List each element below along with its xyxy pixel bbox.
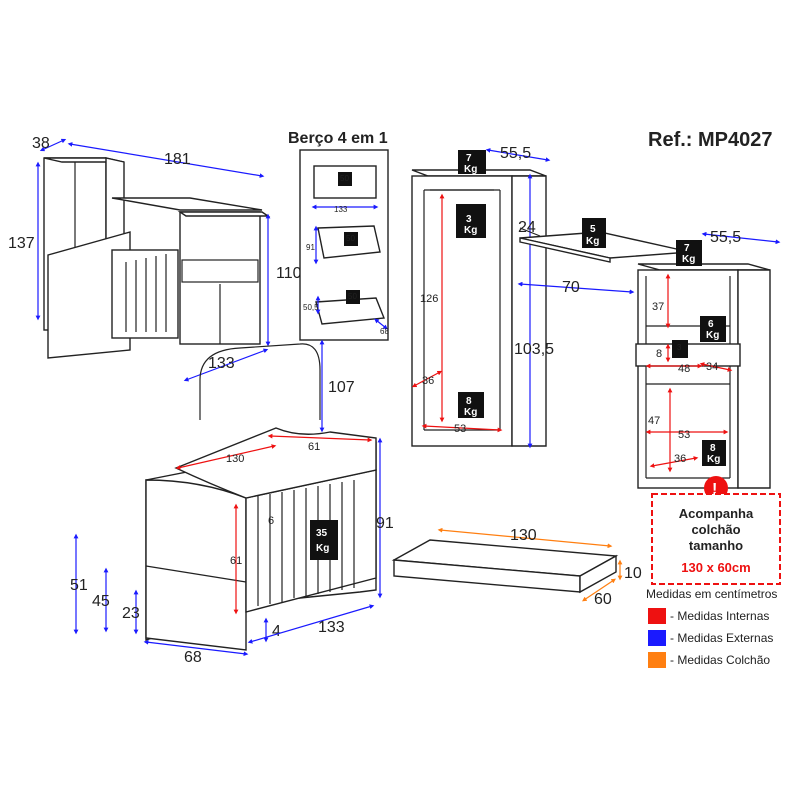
dim-crib-inner-width: 61: [308, 441, 320, 453]
dim-crib-base-23: 23: [122, 605, 140, 622]
svg-text:50: 50: [348, 292, 357, 301]
svg-text:Acompanha: Acompanha: [679, 506, 754, 521]
svg-text:Kg: Kg: [682, 254, 695, 265]
dim-crib-inner-height: 61: [230, 555, 242, 567]
dim-shelf-length: 70: [562, 279, 580, 296]
dim-mattress-width: 60: [594, 591, 612, 608]
svg-text:- Medidas Colchão: - Medidas Colchão: [670, 653, 770, 667]
svg-text:Kg: Kg: [464, 407, 477, 418]
mattress: [391, 539, 619, 594]
svg-text:8: 8: [466, 396, 472, 407]
dim-inset-height: 91: [306, 243, 315, 252]
dim-crib-base-51: 51: [70, 577, 88, 594]
dim-dresser-height: 110: [276, 265, 302, 282]
svg-text:8: 8: [710, 443, 716, 454]
dim-crib-height: 91: [376, 515, 394, 532]
set-view: [43, 157, 271, 359]
mattress-notice: ! Acompanha colchão tamanho 130 x 60cm: [651, 476, 781, 585]
dim-drawer-depth: 34: [706, 361, 718, 373]
dim-crib-canopy-height: 107: [328, 379, 355, 396]
dim-crib-inner-length: 130: [226, 453, 244, 465]
svg-text:tamanho: tamanho: [689, 538, 743, 553]
crib-4-in-1-inset: Berço 4 em 1 50 133 50 91 50 50,5 68: [288, 130, 389, 341]
svg-text:5: 5: [590, 224, 596, 235]
svg-text:Kg: Kg: [586, 236, 599, 247]
dim-shelf-depth: 24: [518, 219, 536, 236]
inset-title: Berço 4 em 1: [288, 130, 388, 147]
dim-mattress-height: 10: [624, 565, 642, 582]
legend: Medidas em centímetros - Medidas Interna…: [646, 587, 777, 668]
svg-text:3: 3: [466, 214, 472, 225]
dim-cabinet-inner-width: 53: [678, 429, 690, 441]
dim-crib-base-45: 45: [92, 593, 110, 610]
dim-drawer-height: 8: [656, 348, 662, 360]
dim-crib-length: 133: [318, 619, 345, 636]
dim-cabinet-top-height: 37: [652, 301, 664, 313]
dim-mattress-length: 130: [510, 527, 537, 544]
svg-text:Kg: Kg: [464, 164, 477, 175]
svg-text:50: 50: [346, 234, 355, 243]
dim-set-depth: 38: [32, 135, 50, 152]
svg-text:Medidas em centímetros: Medidas em centímetros: [646, 587, 777, 601]
dim-cabinet-depth: 55,5: [710, 229, 741, 246]
svg-text:!: !: [712, 481, 717, 498]
svg-text:3: 3: [677, 343, 682, 352]
dim-inset-width: 133: [334, 205, 348, 214]
svg-text:Kg: Kg: [464, 225, 477, 236]
dim-wardrobe-inner-width: 53: [454, 423, 466, 435]
svg-text:- Medidas Internas: - Medidas Internas: [670, 609, 769, 623]
svg-text:6: 6: [708, 319, 714, 330]
dim-wardrobe-depth: 55,5: [500, 145, 531, 162]
svg-text:- Medidas Externas: - Medidas Externas: [670, 631, 773, 645]
dim-wardrobe-inner-height: 126: [420, 293, 438, 305]
svg-text:7: 7: [684, 243, 690, 254]
svg-text:Kg: Kg: [706, 330, 719, 341]
svg-text:50: 50: [340, 174, 349, 183]
dim-cabinet-inner-depth: 36: [674, 453, 686, 465]
dim-wardrobe-inner-depth: 36: [422, 375, 434, 387]
crib: [145, 343, 377, 651]
svg-text:Kg: Kg: [707, 454, 720, 465]
dim-set-width: 181: [164, 151, 191, 168]
dim-inset-depth: 50,5: [303, 303, 319, 312]
dim-crib-slat-gap: 6: [268, 515, 274, 527]
svg-text:colchão: colchão: [691, 522, 740, 537]
svg-text:Kg: Kg: [316, 543, 329, 554]
dim-inset-length: 68: [380, 327, 389, 336]
dim-cabinet-bottom-height: 47: [648, 415, 660, 427]
reference-code: Ref.: MP4027: [648, 129, 773, 151]
svg-text:35: 35: [316, 528, 328, 539]
dim-set-height: 137: [8, 235, 35, 252]
svg-text:7: 7: [466, 153, 472, 164]
dim-crib-feet: 4: [272, 623, 281, 640]
dim-crib-width: 68: [184, 649, 202, 666]
dim-wardrobe-height: 103,5: [514, 341, 554, 358]
dim-drawer-width: 48: [678, 363, 690, 375]
dim-dresser-width: 133: [208, 355, 235, 372]
svg-text:130 x 60cm: 130 x 60cm: [681, 560, 750, 575]
